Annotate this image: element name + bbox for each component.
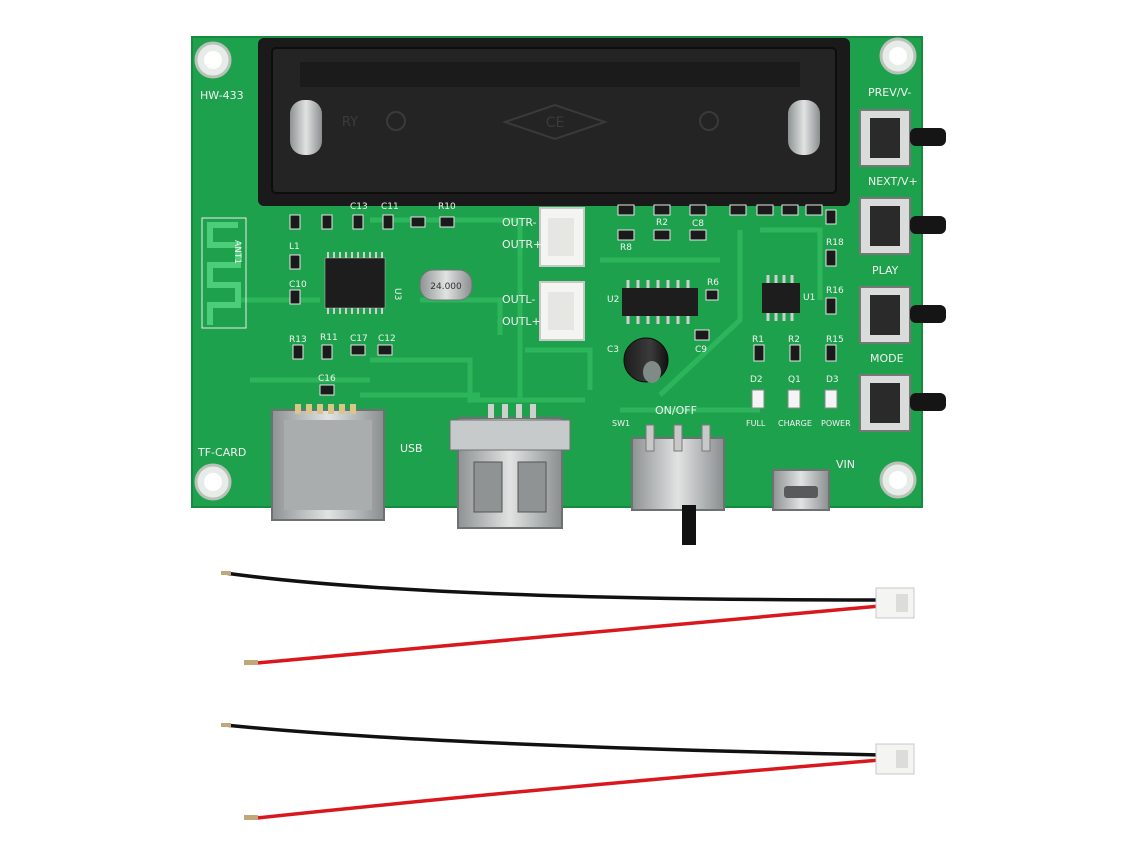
ref-c8: C8 [692, 219, 704, 229]
ref-r18: R18 [826, 238, 844, 248]
ref-c10: C10 [289, 280, 307, 290]
ref-r15: R15 [826, 335, 844, 345]
ref-c13: C13 [350, 202, 368, 212]
pcb-antenna: ANT1 [201, 217, 247, 329]
ref-r2: R2 [788, 335, 800, 345]
label-next: NEXT/V+ [868, 175, 918, 188]
label-tf-card: TF-CARD [197, 446, 246, 459]
ref-r8: R8 [620, 243, 632, 253]
label-power: POWER [821, 419, 851, 428]
mounting-hole [879, 461, 917, 499]
label-sw1: SW1 [612, 419, 630, 428]
mode-button[interactable] [859, 374, 946, 432]
ref-u1: U1 [803, 293, 815, 303]
prev-button[interactable] [859, 109, 946, 167]
mounting-hole [194, 41, 232, 79]
ref-r1: R1 [752, 335, 764, 345]
label-full: FULL [746, 419, 766, 428]
label-outl-plus: OUTL+ [502, 315, 541, 328]
label-on-off: ON/OFF [655, 404, 697, 417]
ref-r11: R11 [320, 333, 338, 343]
micro-usb-port[interactable] [772, 469, 830, 511]
battery-contact-left [290, 100, 322, 155]
ref-u3: U3 [392, 288, 402, 300]
mounting-hole [879, 37, 917, 75]
ref-c17: C17 [350, 334, 368, 344]
play-button[interactable] [859, 286, 946, 344]
ref-d3: D3 [826, 375, 839, 385]
antenna-label: ANT1 [232, 240, 242, 264]
bluetooth-ic [324, 252, 386, 314]
electrolytic-capacitor [623, 337, 669, 383]
label-outl-minus: OUTL- [502, 293, 535, 306]
charger-ic [762, 275, 800, 321]
ref-r6: R6 [707, 278, 719, 288]
tf-card-slot[interactable] [271, 404, 385, 521]
amplifier-ic [622, 280, 698, 324]
ref-c3: C3 [607, 345, 619, 355]
ref-r13: R13 [289, 335, 307, 345]
label-prev: PREV/V- [868, 86, 911, 99]
label-charge: CHARGE [778, 419, 812, 428]
ref-l1: L1 [289, 242, 300, 252]
speaker-cable-1 [221, 571, 915, 665]
status-leds [751, 389, 838, 409]
label-outr-minus: OUTR- [502, 216, 537, 229]
label-play: PLAY [872, 264, 899, 277]
ref-r10: R10 [438, 202, 456, 212]
label-mode: MODE [870, 352, 904, 365]
ref-r16: R16 [826, 286, 844, 296]
ref-c11: C11 [381, 202, 399, 212]
holder-mark-center: CE [546, 115, 565, 131]
power-switch[interactable] [631, 424, 725, 545]
label-usb: USB [400, 442, 423, 455]
label-vin: VIN [836, 458, 855, 471]
usb-port[interactable] [449, 404, 571, 529]
ref-q1: Q1 [788, 375, 801, 385]
ref-c12: C12 [378, 334, 396, 344]
smd-components-top [289, 204, 837, 396]
label-outr-plus: OUTR+ [502, 238, 542, 251]
ref-c9: C9 [695, 345, 707, 355]
board-model-label: HW-433 [200, 89, 244, 102]
ref-c16: C16 [318, 374, 336, 384]
next-button[interactable] [859, 197, 946, 255]
crystal-label: 24.000 [430, 282, 462, 292]
speaker-cable-2 [221, 723, 915, 820]
output-connector-left [539, 281, 585, 341]
holder-mark-left: RY [342, 115, 358, 130]
crystal-oscillator: 24.000 [419, 269, 473, 301]
ref-r2b: R2 [656, 218, 668, 228]
output-connector-right [539, 207, 585, 267]
battery-holder: CE RY [258, 38, 850, 206]
ref-d2: D2 [750, 375, 763, 385]
mounting-hole [194, 463, 232, 501]
battery-contact-right [788, 100, 820, 155]
ref-u2: U2 [607, 295, 619, 305]
